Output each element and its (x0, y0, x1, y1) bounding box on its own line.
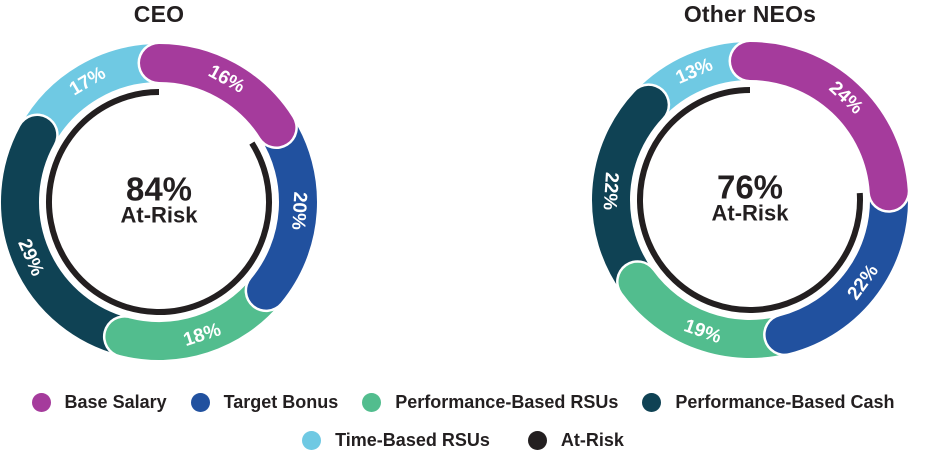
legend-row-1: Base Salary Target Bonus Performance-Based… (0, 392, 926, 413)
center-value: 84% (126, 171, 192, 208)
legend-dot-time-based-rsus (302, 431, 322, 450)
legend-item-time-based-rsus: Time-Based RSUs (302, 430, 490, 451)
legend-dot-performance-based-rsus (362, 393, 382, 412)
legend-label-time-based-rsus: Time-Based RSUs (335, 430, 490, 450)
legend-dot-performance-based-cash (642, 393, 662, 412)
center-label: At-Risk (711, 201, 789, 226)
segment-target-bonus (247, 108, 317, 310)
legend-label-base-salary: Base Salary (64, 392, 167, 412)
segment-base-salary (731, 42, 908, 211)
legend-dot-base-salary (31, 393, 51, 412)
legend-label-target-bonus: Target Bonus (223, 392, 339, 412)
ceo-chart-title: CEO (133, 1, 185, 27)
legend-dot-at-risk (527, 431, 547, 450)
legend-label-performance-based-rsus: Performance-Based RSUs (395, 392, 619, 412)
at-risk-arc (637, 87, 863, 313)
legend-item-performance-based-rsus: Performance-Based RSUs (362, 392, 618, 413)
legend-label-performance-based-cash: Performance-Based Cash (675, 392, 895, 412)
segment-label-target-bonus: 20% (287, 191, 310, 230)
at-risk-arc (46, 89, 272, 315)
center-value: 76% (717, 169, 783, 206)
center-label: At-Risk (120, 203, 198, 228)
other-neos-chart-title: Other NEOs (683, 1, 817, 27)
legend-label-at-risk: At-Risk (560, 430, 624, 450)
legend-item-performance-based-cash: Performance-Based Cash (642, 392, 894, 413)
ceo-donut-chart: 16%20%18%29%17%84%At-Risk (0, 42, 319, 362)
legend-row-2: Time-Based RSUs At-Risk (0, 430, 926, 451)
segment-label-performance-based-cash: 22% (599, 172, 622, 211)
segment-performance-based-cash (592, 85, 668, 301)
segment-target-bonus (765, 172, 908, 354)
segment-performance-based-cash (1, 116, 144, 356)
legend-dot-target-bonus (190, 393, 210, 412)
segment-base-salary (140, 44, 296, 147)
other-neos-donut-chart: 24%22%19%22%13%76%At-Risk (590, 40, 910, 360)
legend-item-target-bonus: Target Bonus (190, 392, 339, 413)
legend-item-at-risk: At-Risk (527, 430, 624, 451)
legend-item-base-salary: Base Salary (31, 392, 167, 413)
